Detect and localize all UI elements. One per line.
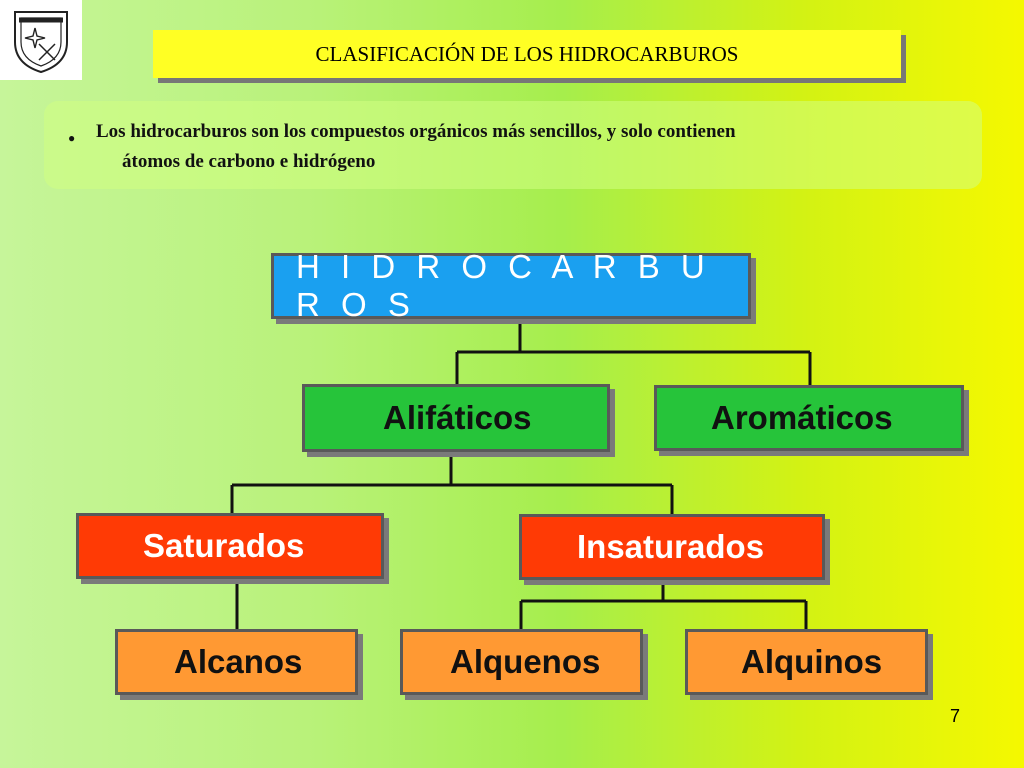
node-aromaticos-label: Aromáticos — [711, 399, 893, 436]
node-alquinos-label: Alquinos — [741, 643, 883, 680]
node-hidrocarburos: H I D R O C A R B U R O S — [271, 248, 751, 323]
university-logo — [0, 0, 82, 80]
node-saturados: Saturados — [76, 513, 384, 579]
bullet-icon: ● — [68, 131, 76, 145]
node-saturados-label: Saturados — [143, 527, 305, 564]
slide-title: CLASIFICACIÓN DE LOS HIDROCARBUROS — [153, 30, 901, 78]
page-number: 7 — [950, 706, 961, 726]
node-aromaticos: Aromáticos — [654, 385, 964, 451]
intro-line-2: átomos de carbono e hidrógeno — [122, 151, 376, 172]
node-alquinos: Alquinos — [685, 629, 928, 695]
intro-line-1: Los hidrocarburos son los compuestos org… — [96, 121, 736, 142]
slide-title-text: CLASIFICACIÓN DE LOS HIDROCARBUROS — [315, 41, 739, 66]
node-alquenos-label: Alquenos — [450, 643, 601, 680]
shield-crest-icon — [14, 11, 68, 74]
node-alifaticos: Alifáticos — [302, 384, 610, 452]
node-alquenos: Alquenos — [400, 629, 643, 695]
node-insaturados: Insaturados — [519, 514, 825, 580]
node-alcanos: Alcanos — [115, 629, 358, 695]
node-alcanos-label: Alcanos — [174, 643, 303, 680]
intro-text-box: ● Los hidrocarburos son los compuestos o… — [44, 101, 982, 189]
node-alifaticos-label: Alifáticos — [383, 399, 532, 436]
node-hidrocarburos-label: H I D R O C A R B U R O S — [296, 248, 711, 323]
node-insaturados-label: Insaturados — [577, 528, 765, 565]
